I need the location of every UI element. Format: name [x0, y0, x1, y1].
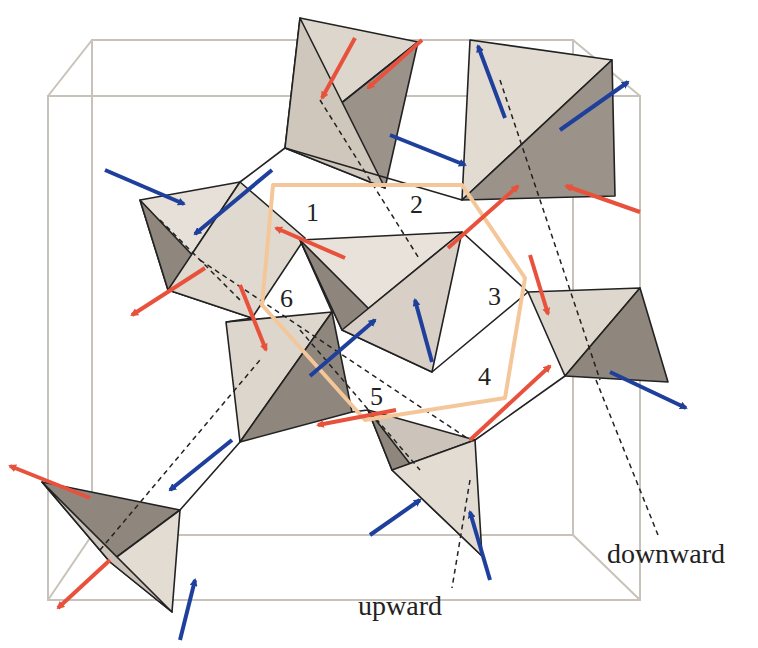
spin-arrows-blue	[105, 46, 686, 640]
callout-number: 6	[280, 286, 293, 312]
callout-number: 2	[410, 192, 423, 218]
hexagon-loop	[262, 185, 525, 420]
callout-number: 4	[478, 364, 491, 390]
callout-number: 3	[488, 284, 501, 310]
direction-label: downward	[607, 540, 725, 568]
direction-label: upward	[358, 592, 442, 620]
callout-number: 5	[370, 384, 383, 410]
spin-arrows-red	[10, 38, 640, 608]
callout-number: 1	[306, 200, 319, 226]
axis-lines	[100, 80, 658, 588]
tetrahedra	[42, 18, 668, 612]
